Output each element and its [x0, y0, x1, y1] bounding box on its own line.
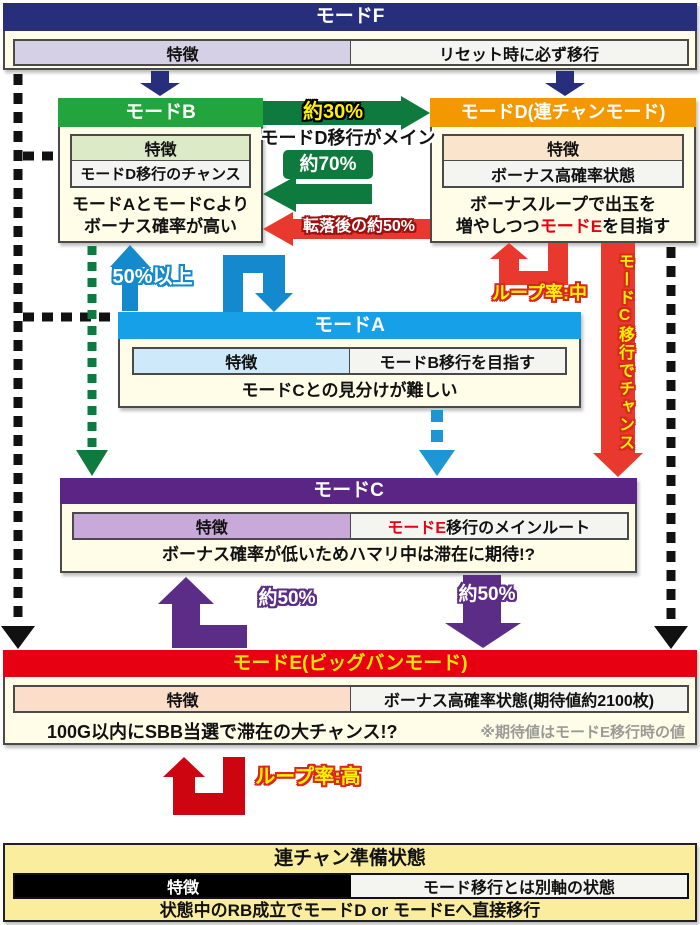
label-d-loop: ループ率:中 — [492, 283, 587, 303]
mode-f-feature-label: 特徴 — [15, 41, 351, 64]
mode-c-feature-rest: 移行のメインルート — [446, 520, 591, 537]
mode-c-description: ボーナス確率が低いためハマリ中は滞在に期待!? — [161, 545, 536, 564]
label-e-to-c-pct: 約50% — [258, 588, 316, 609]
mode-e-note: ※期待値はモードE移行時の値 — [480, 723, 685, 741]
arrow-d-to-b-icon — [263, 176, 372, 212]
label-d-to-b-pct: 約70% — [283, 150, 373, 179]
arrow-f-to-b-icon — [140, 71, 180, 96]
arrow-b-to-c-head-icon — [76, 450, 108, 476]
mode-a-feature-label: 特徴 — [134, 349, 350, 373]
mode-d-feature-value: ボーナス高確率状態 — [444, 161, 682, 186]
arrow-a-to-c-head-icon — [419, 450, 455, 476]
mode-b-description: モードAとモードCより ボーナス確率が高い — [71, 195, 250, 236]
mode-f-feature-value: リセット時に必ず移行 — [351, 41, 687, 64]
mode-d-desc-line1: ボーナスループで出玉を — [470, 195, 656, 214]
mode-e-description: 100G以内にSBB当選で滞在の大チャンス!? — [47, 722, 398, 742]
mode-c-title: モードC — [60, 478, 637, 504]
arrow-e-loop-icon — [163, 757, 245, 815]
arrow-b-to-a-icon — [223, 255, 293, 312]
ready-state-feature-label: 特徴 — [15, 875, 351, 897]
mode-f-box: モードF 特徴 リセット時に必ず移行 — [3, 3, 697, 70]
mode-d-title: モードD(連チャンモード) — [430, 98, 696, 127]
ready-state-title: 連チャン準備状態 — [274, 848, 426, 869]
mode-b-feature-value: モードD移行のチャンス — [72, 161, 249, 186]
mode-e-feature-label: 特徴 — [15, 687, 351, 711]
ready-state-feature-value: モード移行とは別軸の状態 — [351, 875, 687, 897]
mode-c-feature-label: 特徴 — [74, 514, 351, 538]
mode-d-description: ボーナスループで出玉を 増やしつつモードEを目指す — [432, 194, 694, 238]
mode-b-feature-label: 特徴 — [72, 136, 249, 161]
mode-e-title: モードE(ビッグバンモード) — [3, 650, 697, 677]
mode-f-title: モードF — [3, 3, 697, 31]
mode-a-box: モードA 特徴 モードB移行を目指す モードCとの見分けが難しい — [118, 312, 581, 408]
label-c-to-e-pct: 約50% — [458, 584, 516, 605]
mode-a-feature-value: モードB移行を目指す — [349, 349, 565, 373]
dashed-left-arrowhead-icon — [1, 626, 35, 649]
mode-d-desc-post: を目指す — [602, 217, 671, 236]
label-b-to-d-pct: 約30% — [302, 101, 364, 123]
mode-e-box: モードE(ビッグバンモード) 特徴 ボーナス高確率状態(期待値約2100枚) 1… — [3, 650, 697, 745]
mode-d-feature-label: 特徴 — [444, 136, 682, 161]
label-a-to-b-pct: 50%以上 — [112, 266, 193, 288]
label-d-to-b-drop: 転落後の約50% — [302, 218, 416, 235]
ready-state-description: 状態中のRB成立でモードD or モードEへ直接移行 — [159, 901, 541, 920]
arrow-d-loop-icon — [490, 243, 568, 285]
arrow-e-to-c-icon — [158, 577, 247, 648]
mode-b-title: モードB — [58, 98, 263, 127]
ready-state-box: 連チャン準備状態 特徴 モード移行とは別軸の状態 状態中のRB成立でモードD o… — [3, 843, 697, 922]
mode-e-feature-value: ボーナス高確率状態(期待値約2100枚) — [351, 687, 687, 711]
label-b-to-d-note: モードD移行がメイン — [260, 128, 436, 148]
arrow-f-to-d-icon — [545, 71, 585, 96]
mode-a-description: モードCとの見分けが難しい — [241, 381, 458, 400]
label-e-loop: ループ率:高 — [255, 766, 361, 788]
mode-d-box: モードD(連チャンモード) 特徴 ボーナス高確率状態 ボーナスループで出玉を 増… — [430, 98, 696, 243]
mode-d-desc-pre: 増やしつつ — [455, 217, 540, 236]
dashed-right-arrowhead-icon — [654, 626, 688, 649]
mode-b-box: モードB 特徴 モードD移行のチャンス モードAとモードCより ボーナス確率が高… — [58, 98, 263, 243]
mode-a-title: モードA — [118, 312, 581, 339]
label-d-to-c: モードC移行でチャンス — [616, 252, 633, 452]
mode-d-desc-highlight: モードE — [539, 217, 603, 236]
mode-c-feature-highlight: モードE — [387, 520, 447, 537]
